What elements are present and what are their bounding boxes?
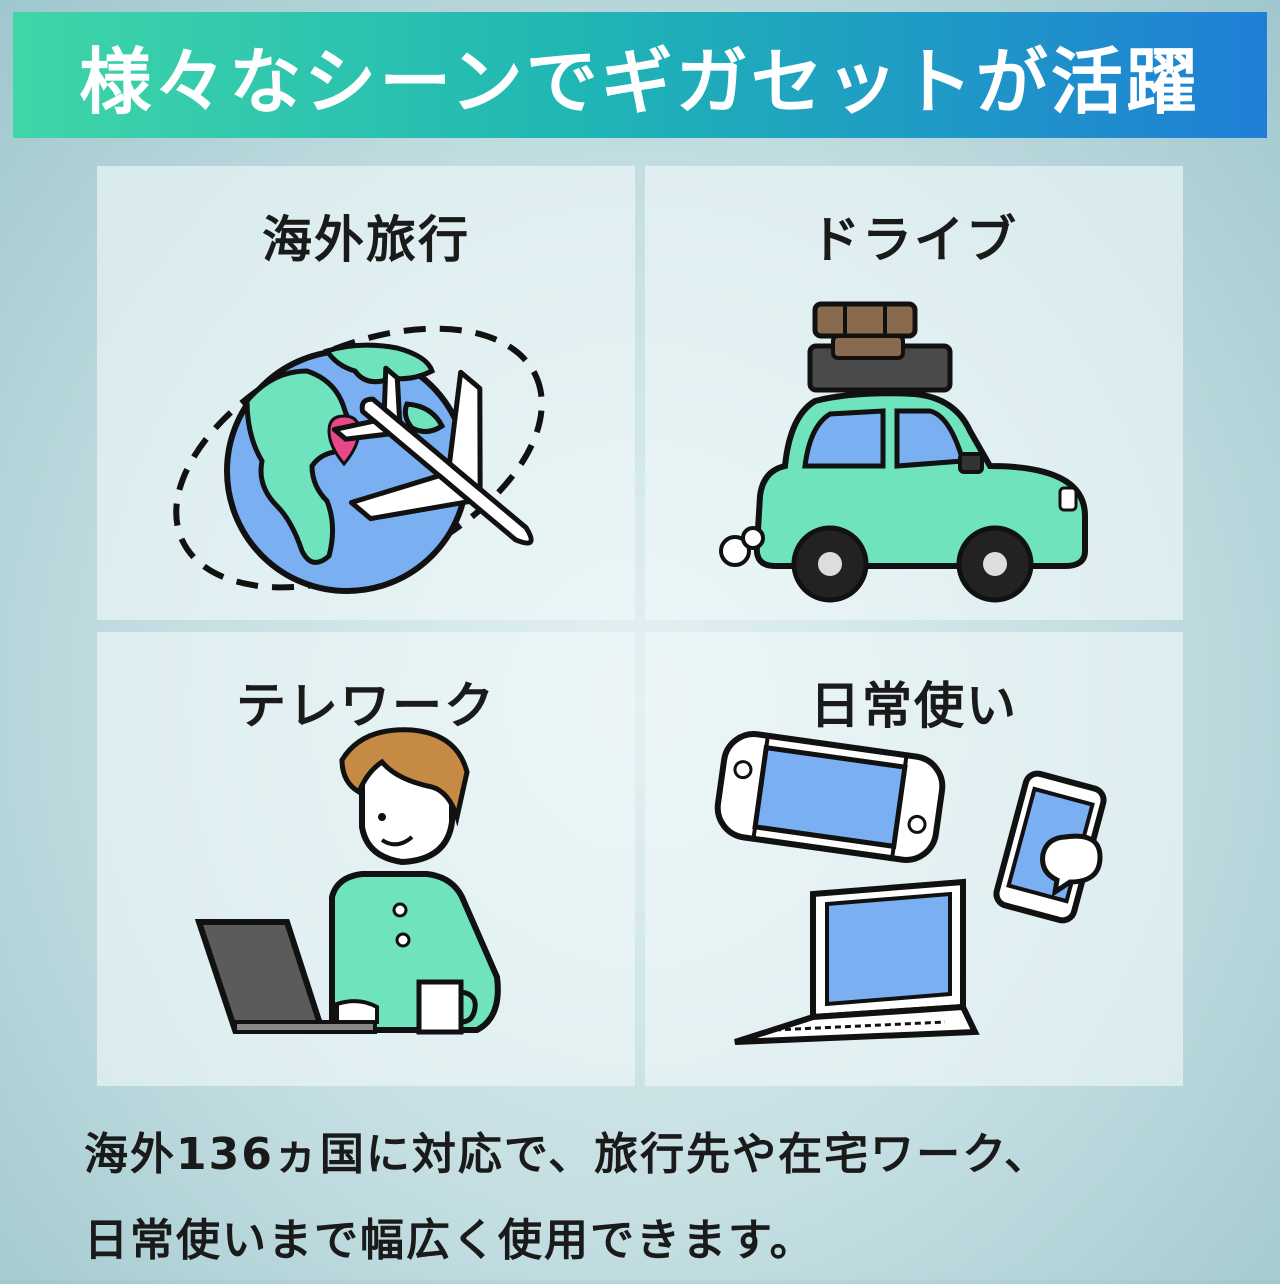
globe-airplane-icon [173,325,545,594]
person-laptop-icon [194,727,501,1035]
banner-title: 様々なシーンでギガセットが活躍 [79,39,1201,124]
scene-card-drive: ドライブ [645,166,1183,620]
caption-line-1: 海外136ヵ国に対応で、旅行先や在宅ワーク、 [84,1129,1051,1180]
caption-line-2: 日常使いまで幅広く使用できます。 [84,1215,816,1266]
devices-icon [714,731,1107,1045]
scene-card-telework: テレワーク [97,632,635,1086]
scene-card-overseas-travel: 海外旅行 [97,166,635,620]
scene-title: テレワーク [236,677,496,735]
scene-title: ドライブ [810,211,1018,269]
description-text: 海外136ヵ国に対応で、旅行先や在宅ワーク、 日常使いまで幅広く使用できます。 [84,1112,1224,1284]
scene-card-daily-use: 日常使い [645,632,1183,1086]
car-luggage-icon [719,301,1088,603]
header-banner: 様々なシーンでギガセットが活躍 [13,12,1267,138]
scene-title: 日常使い [810,677,1018,735]
scene-title: 海外旅行 [262,211,470,269]
